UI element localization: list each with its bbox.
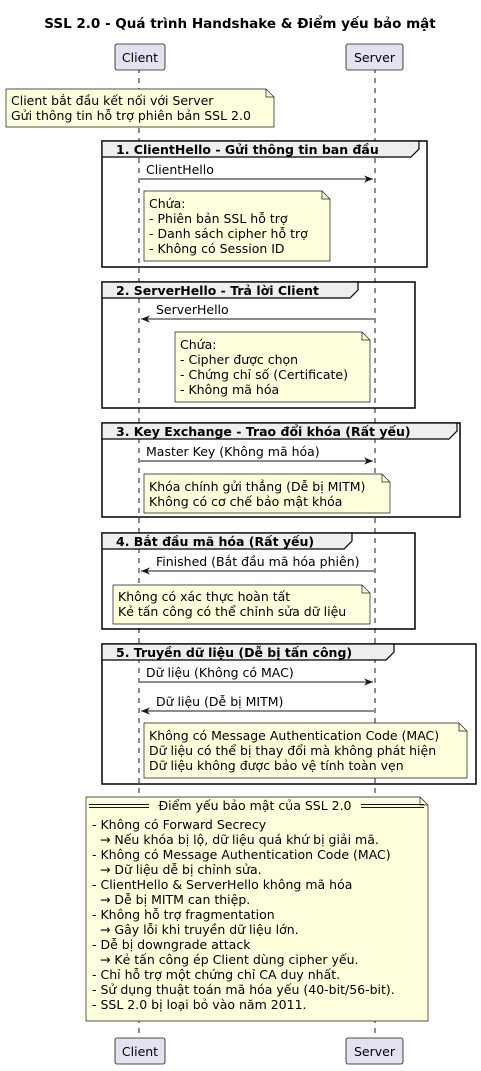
- participant-server-top: Server: [345, 43, 404, 71]
- participant-client-top: Client: [114, 43, 166, 71]
- svg-text:- Cipher được chọn: - Cipher được chọn: [180, 352, 298, 367]
- svg-text:3. Key Exchange - Trao đổi khó: 3. Key Exchange - Trao đổi khóa (Rất yếu…: [116, 424, 411, 439]
- svg-text:- Không có Forward Secrecy: - Không có Forward Secrecy: [92, 817, 267, 832]
- diagram-title: SSL 2.0 - Quá trình Handshake & Điểm yếu…: [44, 15, 436, 32]
- svg-text:Server: Server: [354, 1044, 396, 1059]
- svg-text:Dữ liệu (Dễ bị MITM): Dữ liệu (Dễ bị MITM): [156, 694, 283, 709]
- svg-text:- Dễ bị downgrade attack: - Dễ bị downgrade attack: [92, 937, 251, 952]
- svg-text:Không có xác thực hoàn tất: Không có xác thực hoàn tất: [118, 589, 290, 604]
- weakness-heading: Điểm yếu bảo mật của SSL 2.0: [158, 798, 351, 813]
- svg-text:Chứa:: Chứa:: [149, 196, 185, 211]
- group-1-clienthello: 1. ClientHello - Gửi thông tin ban đầu C…: [101, 140, 428, 268]
- weakness-summary-note: Điểm yếu bảo mật của SSL 2.0 - Không có …: [85, 796, 429, 1022]
- svg-text:Dữ liệu (Không có MAC): Dữ liệu (Không có MAC): [146, 665, 294, 680]
- svg-text:5. Truyền dữ liệu (Dễ bị tấn c: 5. Truyền dữ liệu (Dễ bị tấn công): [116, 645, 352, 660]
- svg-text:Client: Client: [122, 50, 158, 65]
- svg-text:ClientHello: ClientHello: [146, 162, 214, 177]
- svg-text:- Không mã hóa: - Không mã hóa: [180, 382, 279, 397]
- group-5-data-transfer: 5. Truyền dữ liệu (Dễ bị tấn công) Dữ li…: [101, 643, 477, 785]
- participant-client-bottom: Client: [114, 1037, 166, 1065]
- svg-text:- Không hỗ trợ fragmentation: - Không hỗ trợ fragmentation: [92, 907, 275, 922]
- svg-text:Khóa chính gửi thẳng (Dễ bị MI: Khóa chính gửi thẳng (Dễ bị MITM): [149, 479, 365, 494]
- svg-text:→ Dễ bị MITM can thiệp.: → Dễ bị MITM can thiệp.: [92, 892, 250, 907]
- svg-text:2. ServerHello - Trả lời Clien: 2. ServerHello - Trả lời Client: [116, 283, 319, 298]
- svg-text:Client: Client: [122, 1044, 158, 1059]
- svg-text:- Không có Session ID: - Không có Session ID: [149, 241, 285, 256]
- svg-text:- SSL 2.0 bị loại bỏ vào năm 2: - SSL 2.0 bị loại bỏ vào năm 2011.: [92, 997, 307, 1012]
- svg-text:- Chỉ hỗ trợ một chứng chỉ CA: - Chỉ hỗ trợ một chứng chỉ CA duy nhất.: [92, 967, 340, 982]
- svg-text:Dữ liệu có thể bị thay đổi mà: Dữ liệu có thể bị thay đổi mà không phát…: [149, 743, 436, 758]
- svg-text:- Phiên bản SSL hỗ trợ: - Phiên bản SSL hỗ trợ: [149, 211, 288, 226]
- svg-text:→ Kẻ tấn công ép Client dùng c: → Kẻ tấn công ép Client dùng cipher yếu.: [92, 952, 359, 967]
- svg-text:4. Bắt đầu mã hóa (Rất yếu): 4. Bắt đầu mã hóa (Rất yếu): [116, 534, 314, 549]
- svg-text:Dữ liệu không được bảo vệ tính: Dữ liệu không được bảo vệ tính toàn vẹn: [149, 758, 404, 773]
- svg-text:Finished (Bắt đầu mã hóa phiên: Finished (Bắt đầu mã hóa phiên): [156, 554, 360, 569]
- svg-text:ServerHello: ServerHello: [156, 302, 229, 317]
- svg-text:- Danh sách cipher hỗ trợ: - Danh sách cipher hỗ trợ: [149, 226, 308, 241]
- svg-text:Chứa:: Chứa:: [180, 337, 216, 352]
- svg-text:Master Key (Không mã hóa): Master Key (Không mã hóa): [146, 444, 320, 459]
- svg-text:Không có cơ chế bảo mật khóa: Không có cơ chế bảo mật khóa: [149, 494, 342, 509]
- svg-text:→ Gây lỗi khi truyền dữ liệu l: → Gây lỗi khi truyền dữ liệu lớn.: [92, 922, 299, 937]
- group-3-key-exchange: 3. Key Exchange - Trao đổi khóa (Rất yếu…: [101, 422, 461, 518]
- svg-text:- Không có Message Authenticat: - Không có Message Authentication Code (…: [92, 847, 391, 862]
- group-2-serverhello: 2. ServerHello - Trả lời Client ServerHe…: [101, 281, 416, 409]
- svg-text:Gửi thông tin hỗ trợ phiên bản: Gửi thông tin hỗ trợ phiên bản SSL 2.0: [11, 108, 251, 123]
- intro-note: Client bắt đầu kết nối với Server Gửi th…: [5, 88, 275, 128]
- svg-text:Kẻ tấn công có thể chỉnh sửa d: Kẻ tấn công có thể chỉnh sửa dữ liệu: [118, 604, 346, 619]
- svg-text:Client bắt đầu kết nối với Ser: Client bắt đầu kết nối với Server: [11, 93, 214, 108]
- svg-text:Không có Message Authenticatio: Không có Message Authentication Code (MA…: [149, 728, 439, 743]
- participant-server-bottom: Server: [345, 1037, 404, 1065]
- svg-text:- Sử dụng thuật toán mã hóa yế: - Sử dụng thuật toán mã hóa yếu (40-bit/…: [92, 982, 395, 997]
- svg-text:→ Nếu khóa bị lộ, dữ liệu quá: → Nếu khóa bị lộ, dữ liệu quá khứ bị giả…: [92, 832, 379, 847]
- svg-text:→ Dữ liệu dễ bị chỉnh sửa.: → Dữ liệu dễ bị chỉnh sửa.: [92, 862, 262, 877]
- svg-text:1. ClientHello - Gửi thông tin: 1. ClientHello - Gửi thông tin ban đầu: [116, 142, 379, 157]
- group-4-start-encryption: 4. Bắt đầu mã hóa (Rất yếu) Finished (Bắ…: [101, 532, 416, 630]
- svg-text:- Chứng chỉ số (Certificate): - Chứng chỉ số (Certificate): [180, 367, 348, 382]
- svg-text:- ClientHello & ServerHello kh: - ClientHello & ServerHello không mã hóa: [92, 877, 352, 892]
- svg-text:Server: Server: [354, 50, 396, 65]
